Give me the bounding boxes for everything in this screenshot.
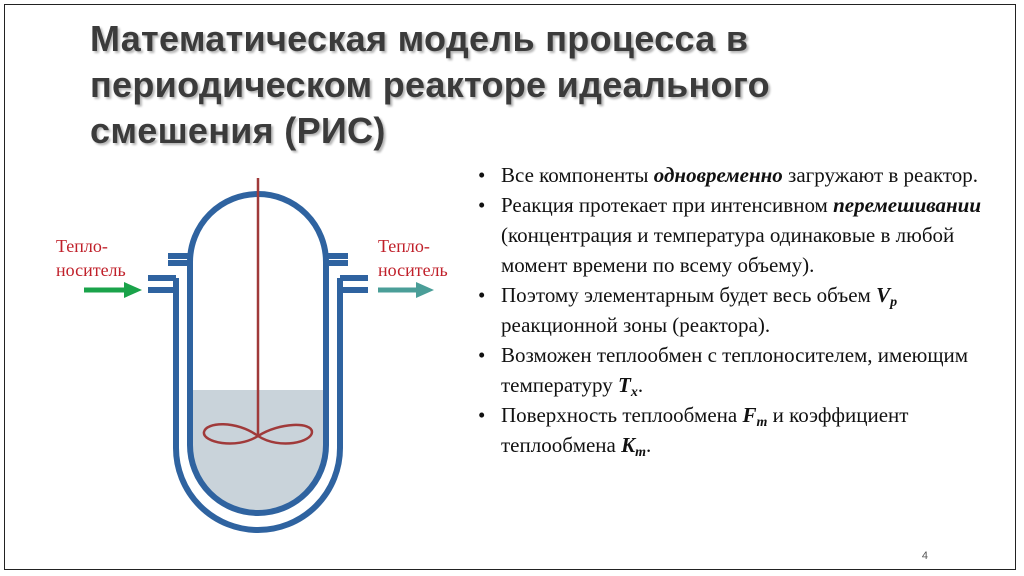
stirrer-blade — [202, 423, 314, 445]
bullet-list: Все компоненты одновременно загружают в … — [476, 160, 996, 460]
liquid-fill — [190, 390, 326, 513]
outlet-label-line1: Тепло- — [378, 236, 430, 256]
inlet-label: Тепло- носитель — [56, 234, 126, 282]
reactor-diagram: Тепло- носитель Тепло- носитель — [0, 170, 480, 570]
outlet-label-line2: носитель — [378, 260, 448, 280]
left-nozzle — [148, 253, 190, 302]
slide-frame — [4, 4, 1016, 570]
bullet-item: Поверхность теплообмена Fm и коэффициент… — [476, 400, 996, 460]
page-number: 4 — [921, 550, 928, 562]
inlet-arrow — [84, 282, 142, 298]
outlet-label: Тепло- носитель — [378, 234, 448, 282]
emphasis-word: одновременно — [653, 163, 783, 187]
inner-vessel — [187, 191, 329, 516]
bullet-item: Поэтому элементарным будет весь объем Vp… — [476, 280, 996, 340]
right-nozzle — [326, 253, 368, 302]
variable-vp: Vp — [876, 283, 898, 310]
emphasis-word: перемешивании — [833, 193, 982, 217]
bullet-item: Все компоненты одновременно загружают в … — [476, 160, 996, 190]
inlet-label-line1: Тепло- — [56, 236, 108, 256]
slide-title: Математическая модель процесса в периоди… — [90, 18, 770, 151]
inlet-label-line2: носитель — [56, 260, 126, 280]
variable-tx: Tx — [618, 373, 638, 400]
outer-jacket — [173, 302, 343, 533]
bullet-item: Возможен теплообмен с теплоносителем, им… — [476, 340, 996, 400]
variable-fm: Fm — [742, 403, 768, 430]
outlet-arrow — [378, 282, 434, 298]
reactor-svg — [84, 178, 434, 533]
bullet-item: Реакция протекает при интенсивном переме… — [476, 190, 996, 280]
variable-km: Km — [621, 433, 647, 460]
